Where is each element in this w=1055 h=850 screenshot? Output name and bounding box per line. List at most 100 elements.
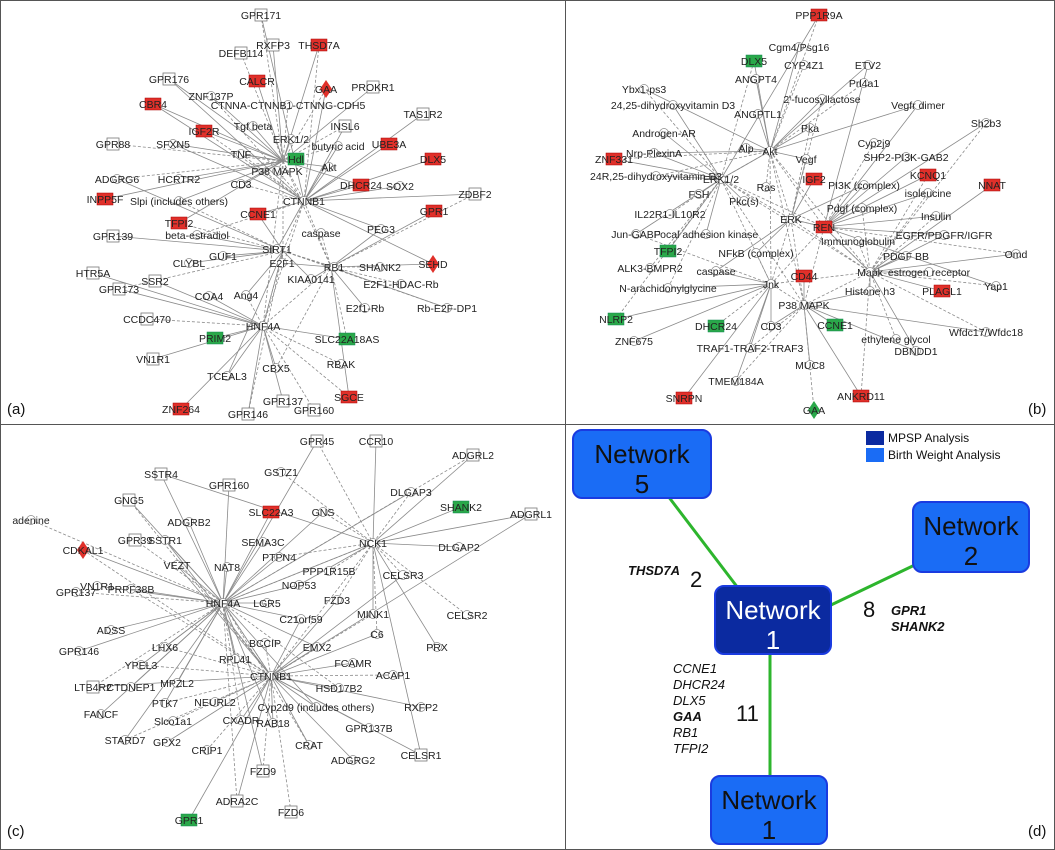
node-fzd6: FZD6 <box>278 805 304 819</box>
node-shape <box>396 279 406 289</box>
node-tmem184a: TMEM184A <box>708 376 763 388</box>
node-shape <box>981 327 991 337</box>
edge <box>272 44 284 162</box>
node-dlx5: DLX5 <box>741 54 767 68</box>
edge <box>715 283 772 327</box>
node-shape <box>266 38 280 52</box>
node-shape <box>126 682 136 692</box>
node-shape <box>605 152 623 166</box>
edge <box>128 499 272 677</box>
node-cgm4-psg16: Cgm4/Psg16 <box>769 42 830 54</box>
node-gpr146: GPR146 <box>59 646 99 658</box>
node-beta-estradiol: beta-estradiol <box>165 230 229 242</box>
edge <box>803 271 871 306</box>
node-shape <box>711 266 721 276</box>
edge <box>372 542 378 635</box>
edge <box>303 184 362 202</box>
node-label: Ang4 <box>234 290 259 302</box>
node-label: 24R,25-dihydroxyvitamin D3 <box>590 171 722 183</box>
edge <box>720 60 755 180</box>
node-shape <box>248 121 258 131</box>
node-shape <box>388 670 398 680</box>
node-label: HSD17B2 <box>316 683 363 695</box>
node-pdgf-complex: Pdgf (complex) <box>827 203 898 215</box>
edge <box>256 80 284 162</box>
node-label: MUC8 <box>795 360 825 372</box>
node-label: GPR176 <box>149 74 189 86</box>
node-label: GUF1 <box>209 251 237 263</box>
node-label: RPL41 <box>219 654 251 666</box>
node-androgen-ar: Androgen-AR <box>632 128 696 140</box>
node-shape <box>71 587 81 597</box>
network-1-birth-label: Network <box>721 785 817 815</box>
edge <box>720 178 805 306</box>
node-jun-gabp: Jun-GABP <box>611 229 661 241</box>
node-shape <box>891 334 901 344</box>
edge <box>735 283 772 382</box>
node-acap1: ACAP1 <box>376 670 411 682</box>
node-ctnnb1: CTNNB1 <box>283 196 325 208</box>
edge <box>320 232 332 268</box>
edge <box>667 283 772 289</box>
node-nat8: NAT8 <box>214 562 240 574</box>
node-isoleucine: isoleucine <box>905 188 952 200</box>
node-igf2r: IGF2R <box>189 124 220 138</box>
node-label: Vegf <box>795 154 816 166</box>
node-shape <box>272 244 282 254</box>
node-ppp1r9a: PPP1R9A <box>795 8 843 22</box>
panel-label-c: (c) <box>7 823 25 840</box>
node-coa4: COA4 <box>195 291 224 303</box>
node-calcr: CALCR <box>239 74 275 88</box>
edge <box>180 325 264 410</box>
node-label: MPZL2 <box>160 678 194 690</box>
node-label: VN1R1 <box>136 354 170 366</box>
node-shape <box>276 394 290 408</box>
node-label: ZNF137P <box>189 91 234 103</box>
edge <box>720 178 792 220</box>
node-insulin: Insulin <box>921 211 952 223</box>
node-shape <box>316 228 326 238</box>
node-shape <box>312 642 322 652</box>
edge <box>280 471 374 544</box>
edge <box>372 542 460 548</box>
node-label: ERK1/2 <box>703 174 739 186</box>
node-shape <box>731 376 741 386</box>
node-gpr160: GPR160 <box>209 478 249 492</box>
node-label: PI3K (complex) <box>828 180 900 192</box>
legend-label-birth: Birth Weight Analysis <box>888 447 1001 462</box>
node-shape <box>271 363 281 373</box>
node-gpr39: GPR39 <box>118 533 152 547</box>
node-shape <box>256 764 270 778</box>
node-wfdc17-wfdc18: Wfdc17/Wfdc18 <box>949 327 1023 339</box>
node-shape <box>160 698 170 708</box>
node-shape <box>808 401 820 419</box>
edge <box>803 290 871 306</box>
node-p38-mapk: P38 MAPK <box>251 166 302 178</box>
edge <box>769 64 869 152</box>
edge <box>270 646 318 677</box>
node-label: CD44 <box>791 271 818 283</box>
node-shape <box>659 244 677 258</box>
node-label: GPR173 <box>99 284 139 296</box>
node-prim2: PRIM2 <box>199 331 231 345</box>
edge <box>316 440 374 544</box>
node-label: PROKR1 <box>351 82 394 94</box>
node-mapk: Mapk <box>857 267 883 279</box>
edge <box>869 271 917 352</box>
node-label: ANGPTL1 <box>734 109 782 121</box>
node-shape <box>172 402 190 416</box>
node-label: EGFR/PDGFR/IGFR <box>896 230 993 242</box>
node-ybx1-ps3: Ybx1-ps3 <box>622 84 667 96</box>
node-shape <box>333 141 343 151</box>
node-nrp-plexina: Nrp-PlexinA <box>626 148 682 160</box>
node-sgce: SGCE <box>334 390 364 404</box>
node-shape <box>360 303 370 313</box>
node-label: DBNDD1 <box>894 346 937 358</box>
network-2-number: 2 <box>963 541 979 571</box>
node-shape <box>106 229 120 243</box>
node-shape <box>432 642 442 652</box>
node-label: GNG5 <box>114 495 144 507</box>
node-shape <box>234 46 248 60</box>
node-dlgap2: DLGAP2 <box>438 542 480 554</box>
node-label: Alp <box>738 143 753 155</box>
